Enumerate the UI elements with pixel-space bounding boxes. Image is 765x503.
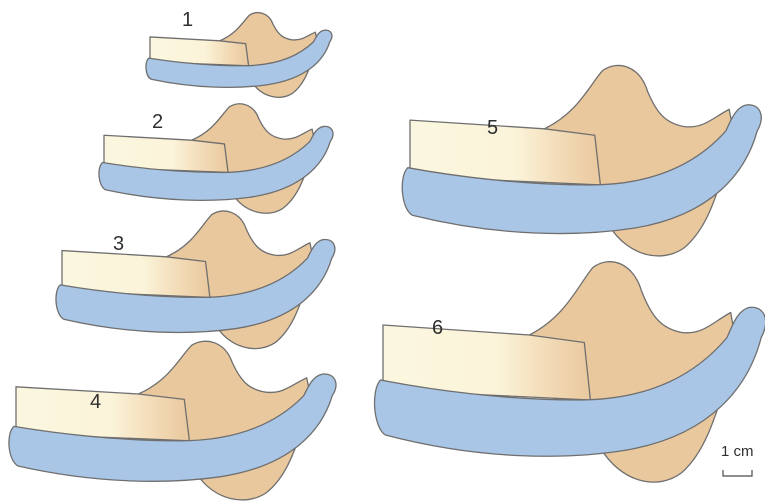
scale-bar-line: [723, 470, 752, 476]
mandible-stage-6: 6: [375, 262, 765, 482]
stage-label-2: 2: [152, 111, 163, 133]
stage-label-1: 1: [182, 9, 193, 31]
stage-label-5: 5: [487, 117, 498, 139]
mandible-stage-4: 4: [9, 341, 336, 500]
mandible-stage-5: 5: [402, 65, 761, 255]
mandible-stage-2: 2: [99, 104, 333, 213]
mandible-stage-3: 3: [56, 211, 335, 349]
mandible-stage-1: 1: [146, 9, 332, 97]
stage-label-6: 6: [432, 317, 443, 339]
scale-bar-label: 1 cm: [721, 443, 754, 460]
scale-bar: 1 cm: [721, 443, 754, 476]
stage-label-3: 3: [113, 233, 124, 255]
stage-label-4: 4: [90, 391, 101, 413]
